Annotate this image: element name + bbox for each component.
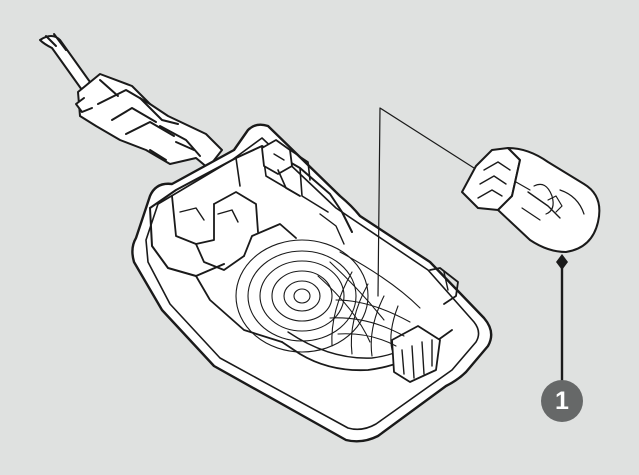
wedge-bulb-icon [461,147,601,253]
reflector [235,239,421,357]
housing-inner-rim [145,137,480,431]
callout-badge-1: 1 [541,380,583,422]
leader-line [377,107,475,297]
callout-number: 1 [555,386,569,415]
electrical-connector-icon [39,33,223,169]
callout-pointer [556,254,568,384]
